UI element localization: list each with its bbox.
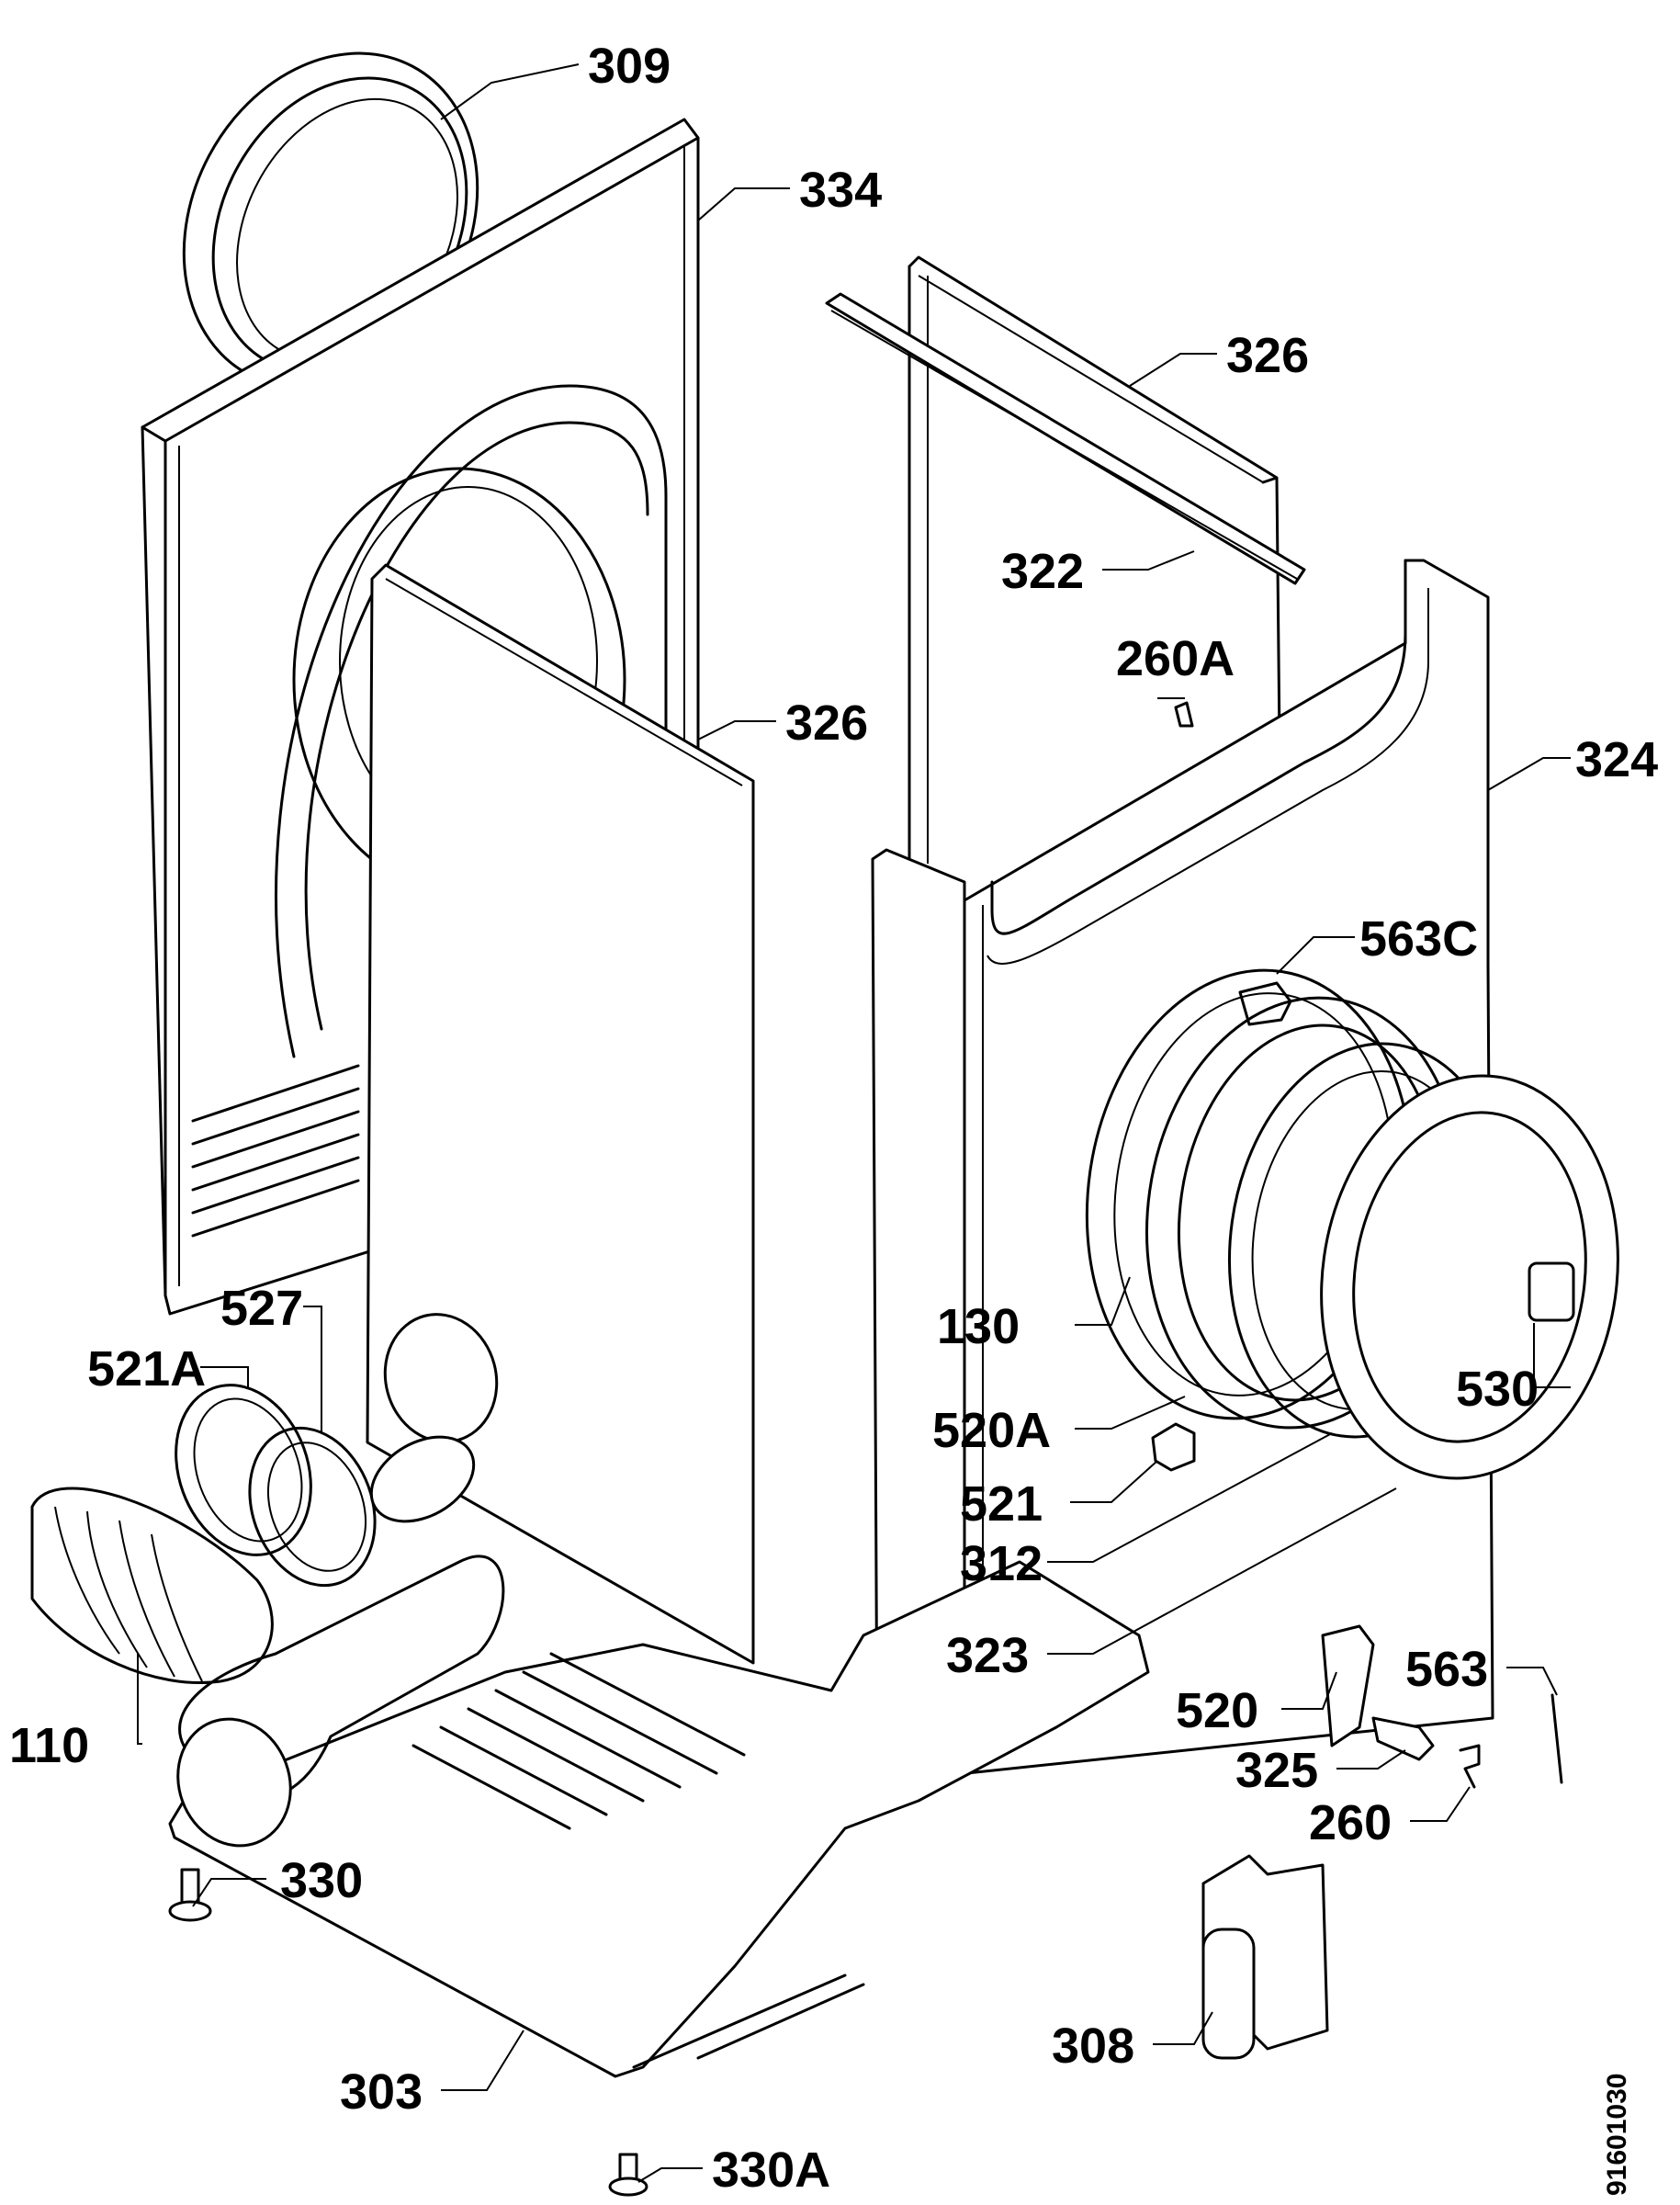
base-plinth-303 [168,1435,1150,2078]
door-lock-521 [1151,1422,1196,1472]
duct-ring-521a [175,1384,312,1556]
label-260a: 260A [1116,631,1235,686]
label-325: 325 [1235,1743,1318,1798]
back-panel-vent [191,1064,360,1238]
label-323: 323 [946,1628,1029,1683]
leader-lines [137,63,1571,2183]
top-bar-322 [825,292,1306,585]
clip-260a [1174,701,1194,728]
label-260: 260 [1309,1795,1392,1850]
label-312: 312 [960,1536,1043,1591]
label-309: 309 [588,39,671,94]
duct-ring-527 [248,1426,377,1588]
exhaust-hose-110 [30,1487,274,1684]
drawing-code: 91601030 [1602,2074,1632,2196]
label-527: 527 [220,1281,303,1336]
label-563: 563 [1405,1642,1488,1697]
part-labels: 309 334 326 322 260A 326 324 563C 527 52… [9,39,1658,2198]
label-110: 110 [9,1718,89,1773]
clip-260 [1459,1744,1481,1789]
label-563c: 563C [1359,911,1478,967]
hinge-308 [1201,1854,1329,2060]
side-panel-326 [366,563,755,1665]
label-308: 308 [1052,2018,1134,2074]
rear-frame-326 [908,255,1283,921]
label-521: 521 [960,1476,1043,1532]
door-handle-530 [1528,1261,1575,1322]
label-130: 130 [937,1299,1020,1354]
label-324: 324 [1575,732,1658,787]
label-326-top: 326 [1226,328,1309,383]
pin-563 [1550,1693,1563,1784]
foot-330 [168,1868,212,1922]
hinge-bracket-520 [1321,1624,1375,1747]
label-322: 322 [1001,544,1084,599]
label-530: 530 [1456,1362,1539,1417]
label-334: 334 [799,163,882,218]
door-outer-323 [1320,1074,1619,1480]
foot-330a [608,2153,648,2197]
base-vent [412,1652,746,1830]
label-521a: 521A [87,1341,206,1396]
label-330a: 330A [712,2143,830,2198]
label-326-side: 326 [785,695,868,751]
label-303: 303 [340,2064,423,2120]
label-330: 330 [280,1853,363,1908]
hinge-pin-325 [1371,1716,1435,1761]
label-520a: 520A [932,1403,1051,1458]
label-520: 520 [1176,1683,1258,1738]
